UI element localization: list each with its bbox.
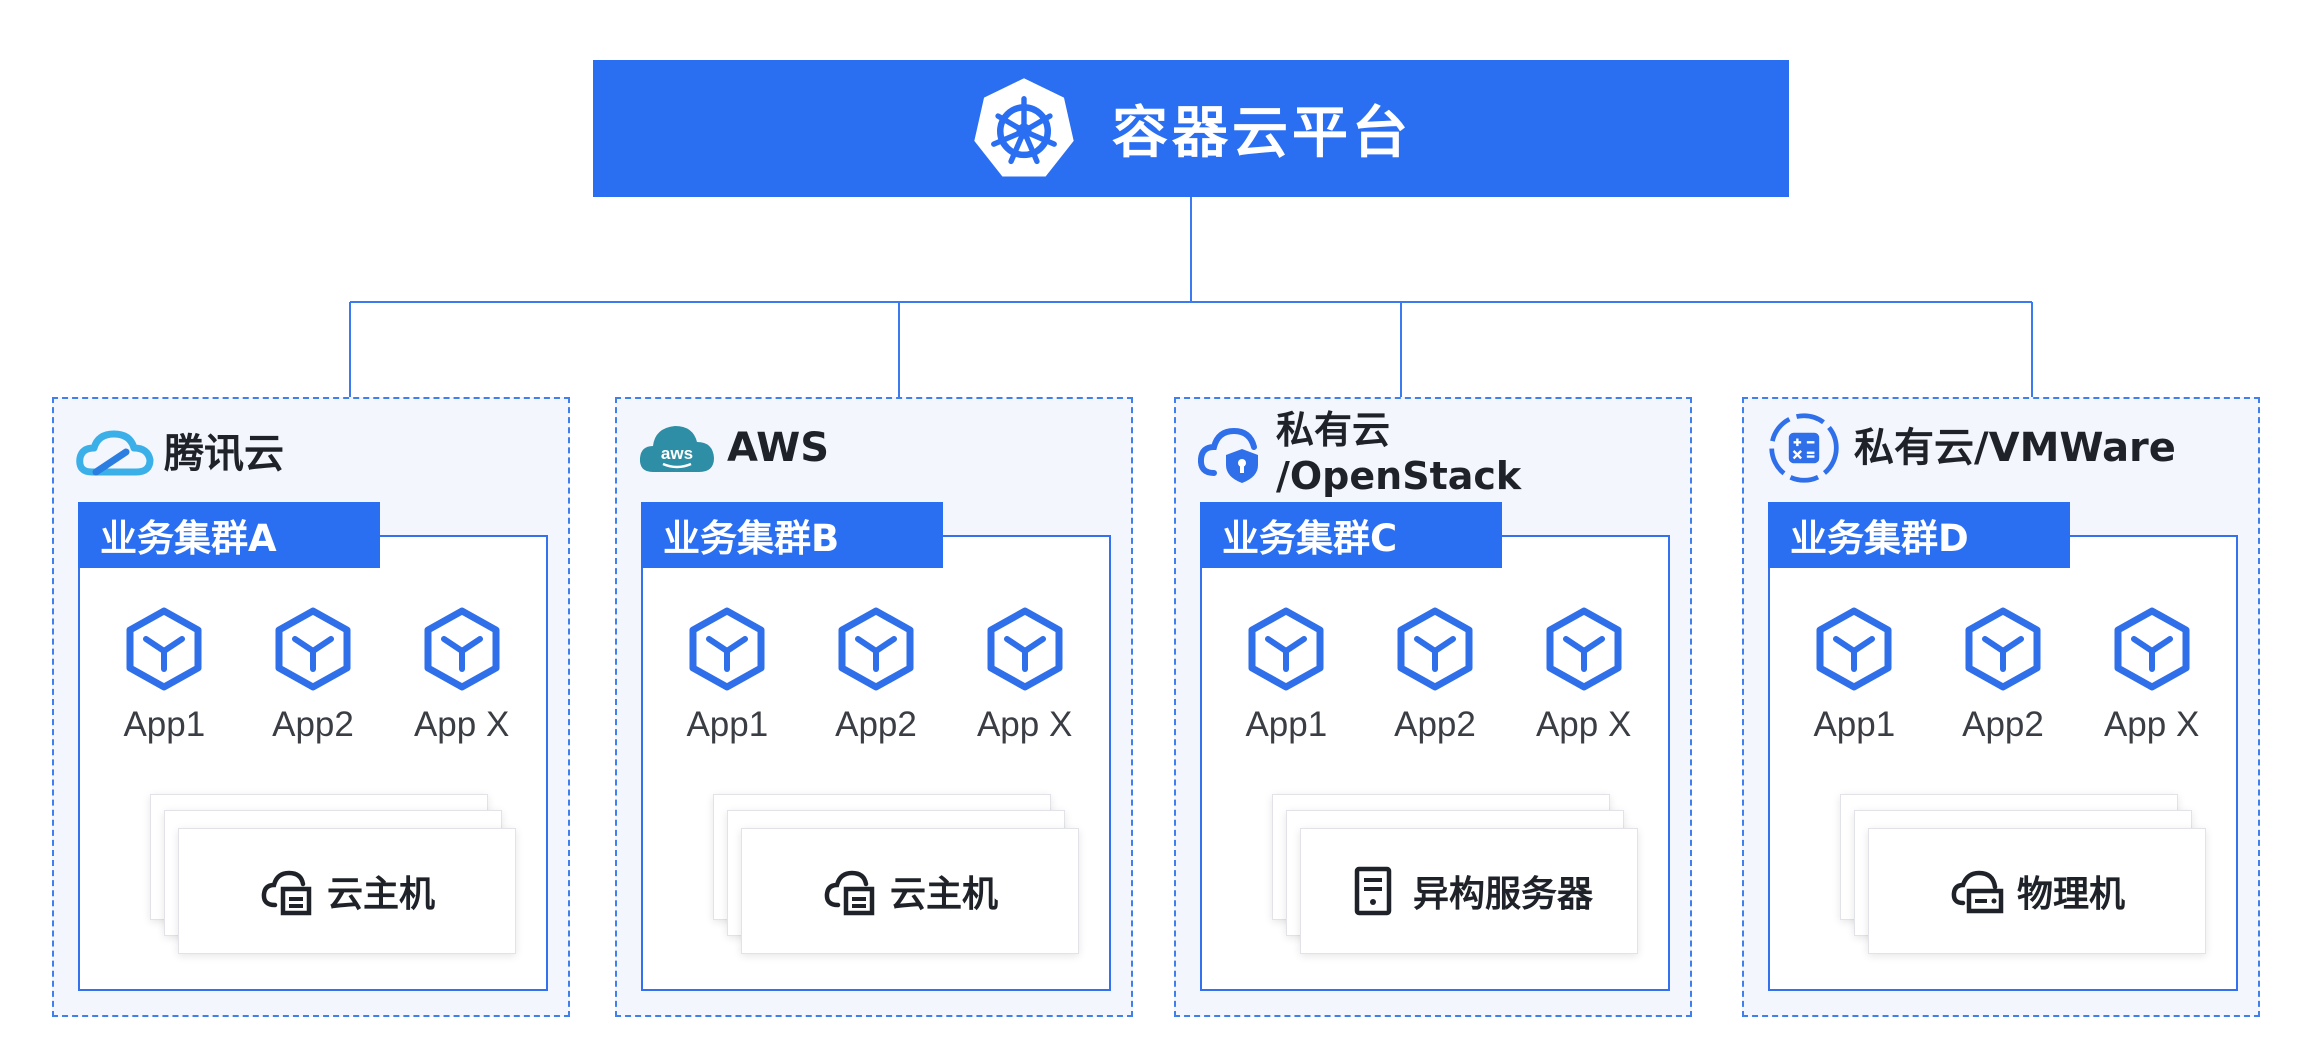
app-label: App1 xyxy=(686,705,769,744)
app-item: App2 xyxy=(1365,607,1505,745)
host-stack: 云主机 xyxy=(150,794,516,954)
cube-icon xyxy=(275,607,351,691)
provider-tencent: 腾讯云 App1 App2 App X 云主机 业务集群A xyxy=(52,397,570,1017)
host-card: 云主机 xyxy=(178,828,516,954)
app-label: App1 xyxy=(123,705,206,744)
host-stack: 云主机 xyxy=(713,794,1079,954)
tencent-cloud-icon xyxy=(74,419,154,489)
platform-banner: 容器云平台 xyxy=(593,60,1789,197)
cluster-box: App1 App2 App X 云主机 xyxy=(78,535,548,991)
app-item: App X xyxy=(955,607,1095,745)
cloud-server-icon xyxy=(261,870,312,916)
app-label: App2 xyxy=(272,705,354,744)
cube-icon xyxy=(126,607,202,691)
cube-icon xyxy=(1546,607,1622,691)
cluster-tag: 业务集群C xyxy=(1200,502,1502,568)
cube-icon xyxy=(1248,607,1324,691)
cube-icon xyxy=(1816,607,1892,691)
cluster-box: App1 App2 App X 物理机 xyxy=(1768,535,2238,991)
provider-name: AWS xyxy=(727,425,830,471)
app-item: App1 xyxy=(657,607,797,745)
app-label: App2 xyxy=(1962,705,2044,744)
cube-icon xyxy=(838,607,914,691)
provider-name: 私有云/VMWare xyxy=(1854,425,2176,471)
app-item: App X xyxy=(1514,607,1654,745)
cube-icon xyxy=(1965,607,2041,691)
app-item: App2 xyxy=(806,607,946,745)
cube-icon xyxy=(987,607,1063,691)
provider-name: 腾讯云 xyxy=(164,431,284,477)
svg-text:aws: aws xyxy=(661,444,693,463)
app-item: App X xyxy=(2082,607,2222,745)
cluster-box: App1 App2 App X 异构服务器 xyxy=(1200,535,1670,991)
app-item: App2 xyxy=(243,607,383,745)
host-card: 异构服务器 xyxy=(1300,828,1638,954)
host-label: 云主机 xyxy=(889,874,998,915)
provider-aws: aws AWS App1 App2 App X xyxy=(615,397,1133,1017)
host-label: 异构服务器 xyxy=(1412,874,1593,915)
app-label: App1 xyxy=(1245,705,1328,744)
cloud-server-icon xyxy=(824,870,875,916)
host-card: 云主机 xyxy=(741,828,1079,954)
server-icon xyxy=(1354,866,1392,916)
host-label: 物理机 xyxy=(2016,874,2125,915)
cluster-box: App1 App2 App X 云主机 xyxy=(641,535,1111,991)
app-label: App1 xyxy=(1813,705,1896,744)
vmware-icon xyxy=(1764,413,1844,483)
app-label: App X xyxy=(413,705,510,744)
app-label: App X xyxy=(2103,705,2200,744)
kubernetes-helm-icon xyxy=(974,77,1074,177)
cube-icon xyxy=(2114,607,2190,691)
host-label: 云主机 xyxy=(326,874,435,915)
app-item: App X xyxy=(392,607,532,745)
cube-icon xyxy=(689,607,765,691)
cluster-tag: 业务集群A xyxy=(78,502,380,568)
app-label: App2 xyxy=(1394,705,1476,744)
provider-vmware: 私有云/VMWare App1 App2 App X 物理机 xyxy=(1742,397,2260,1017)
cube-icon xyxy=(1397,607,1473,691)
app-item: App1 xyxy=(1216,607,1356,745)
host-stack: 物理机 xyxy=(1840,794,2206,954)
physical-machine-icon xyxy=(1951,870,2004,914)
aws-icon: aws xyxy=(637,413,717,483)
app-item: App1 xyxy=(94,607,234,745)
provider-openstack: 私有云 /OpenStack App1 App2 App X 异构服务器 xyxy=(1174,397,1692,1017)
cluster-tag: 业务集群B xyxy=(641,502,943,568)
private-cloud-lock-icon xyxy=(1196,418,1266,488)
platform-title: 容器云平台 xyxy=(1112,101,1412,166)
host-stack: 异构服务器 xyxy=(1272,794,1638,954)
cluster-tag: 业务集群D xyxy=(1768,502,2070,568)
app-label: App X xyxy=(976,705,1073,744)
host-card: 物理机 xyxy=(1868,828,2206,954)
provider-name: 私有云 /OpenStack xyxy=(1276,408,1522,498)
app-label: App X xyxy=(1535,705,1632,744)
cube-icon xyxy=(424,607,500,691)
app-label: App2 xyxy=(835,705,917,744)
app-item: App2 xyxy=(1933,607,2073,745)
app-item: App1 xyxy=(1784,607,1924,745)
